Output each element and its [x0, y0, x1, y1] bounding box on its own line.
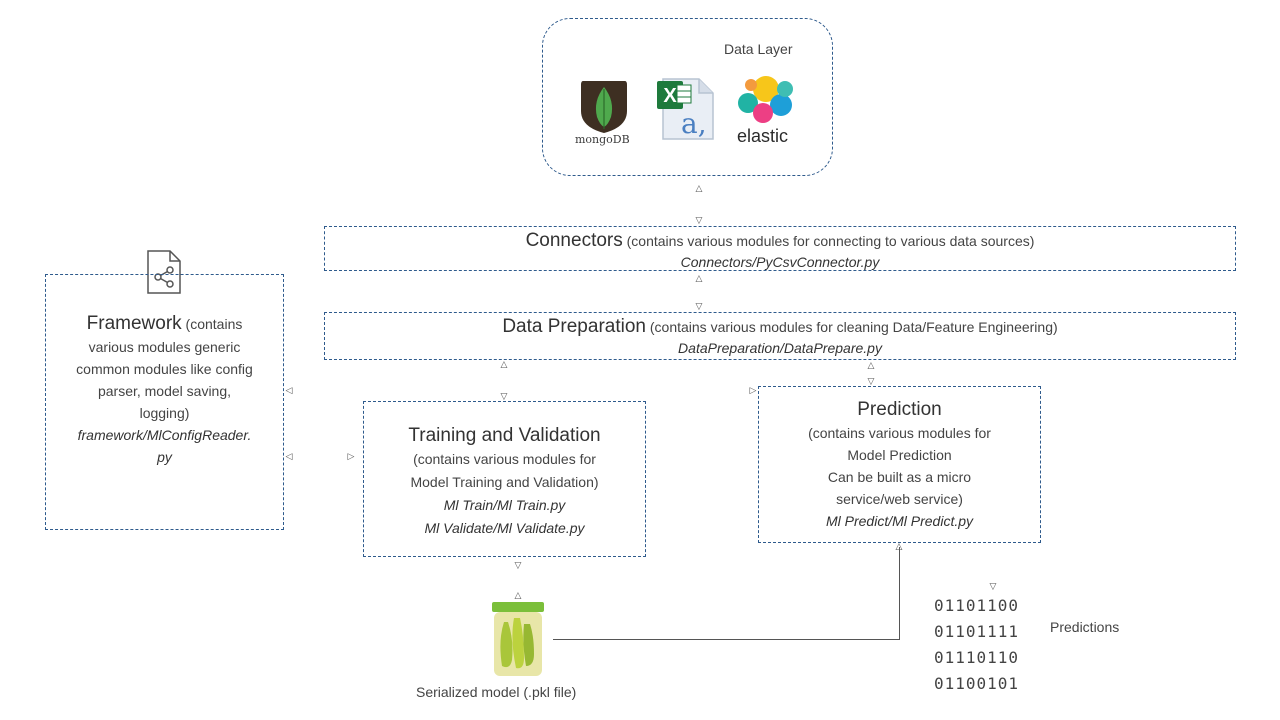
- binary-row: 01110110: [934, 648, 1020, 667]
- training-desc-0: (contains various modules for: [413, 451, 596, 467]
- arrow-up-marker: △: [500, 359, 508, 369]
- prediction-path: Ml Predict/Ml Predict.py: [825, 513, 974, 529]
- arrow-left-marker: ◁: [285, 385, 293, 395]
- prediction-desc-2: Can be built as a micro: [827, 469, 972, 485]
- connectors-title: Connectors: [525, 230, 623, 251]
- data-preparation-box: Data Preparation (contains various modul…: [324, 312, 1236, 360]
- arrow-up-marker: △: [867, 360, 875, 370]
- arrow-left-marker: ◁: [285, 451, 293, 461]
- framework-title: Framework: [86, 313, 182, 334]
- data-layer-title: Data Layer: [724, 41, 793, 57]
- framework-desc-3: parser, model saving,: [97, 383, 232, 399]
- data-layer-box: Data Layer mongoDB X a,: [542, 18, 833, 176]
- arrow-right-marker: ▷: [347, 451, 355, 461]
- connectors-desc: (contains various modules for connecting…: [622, 233, 1035, 249]
- framework-path-0: framework/MlConfigReader.: [77, 427, 252, 443]
- arrow-down-marker: ▽: [989, 581, 997, 591]
- binary-row: 01100101: [934, 674, 1020, 693]
- framework-icon: [146, 249, 182, 295]
- data-preparation-title: Data Preparation: [502, 316, 646, 337]
- elastic-logo: elastic: [733, 75, 803, 147]
- framework-desc-4: logging): [139, 405, 190, 421]
- arrow-down-marker: ▽: [695, 215, 703, 225]
- training-path-0: Ml Train/Ml Train.py: [443, 497, 566, 513]
- connectors-box: Connectors (contains various modules for…: [324, 226, 1236, 271]
- framework-desc-0: (contains: [181, 316, 243, 332]
- arrow-down-marker: ▽: [514, 560, 522, 570]
- binary-row: 01101100: [934, 596, 1020, 615]
- arrow-up-marker: △: [514, 590, 522, 600]
- framework-path-1: py: [157, 449, 172, 465]
- prediction-desc-0: (contains various modules for: [808, 425, 991, 441]
- connector-line-vertical: [899, 547, 900, 640]
- excel-file-icon: X a,: [655, 75, 717, 143]
- mongodb-label: mongoDB: [575, 133, 630, 146]
- training-desc-1: Model Training and Validation): [410, 474, 599, 490]
- predictions-label: Predictions: [1050, 619, 1120, 635]
- arrow-up-marker: △: [695, 183, 703, 193]
- svg-text:X: X: [663, 85, 677, 107]
- connector-line-horizontal: [553, 639, 899, 640]
- binary-row: 01101111: [934, 622, 1020, 641]
- arrow-right-marker: ▷: [749, 385, 757, 395]
- binary-output: 01101100 01101111 01110110 01100101: [934, 593, 1019, 697]
- framework-desc-2: common modules like config: [76, 361, 253, 377]
- arrow-down-marker: ▽: [867, 376, 875, 386]
- prediction-desc-1: Model Prediction: [847, 447, 952, 463]
- pickle-jar-icon: [490, 600, 546, 680]
- framework-box: Framework (contains various modules gene…: [45, 274, 284, 530]
- arrow-up-marker: △: [695, 273, 703, 283]
- training-validation-box: Training and Validation (contains variou…: [363, 401, 646, 557]
- excel-letter: a,: [681, 107, 707, 140]
- serialized-model-label: Serialized model (.pkl file): [416, 684, 577, 700]
- connectors-path: Connectors/PyCsvConnector.py: [680, 254, 880, 270]
- arrow-up-marker: △: [895, 541, 903, 551]
- arrow-down-marker: ▽: [695, 301, 703, 311]
- training-path-1: Ml Validate/Ml Validate.py: [424, 520, 585, 536]
- elastic-label: elastic: [737, 126, 789, 146]
- arrow-down-marker: ▽: [500, 391, 508, 401]
- mongodb-logo: mongoDB: [569, 77, 639, 147]
- training-title: Training and Validation: [408, 425, 601, 446]
- prediction-box: Prediction (contains various modules for…: [758, 386, 1041, 543]
- data-preparation-path: DataPreparation/DataPrepare.py: [678, 340, 882, 356]
- prediction-desc-3: service/web service): [836, 491, 963, 507]
- data-preparation-desc: (contains various modules for cleaning D…: [645, 319, 1058, 335]
- prediction-title: Prediction: [857, 399, 942, 420]
- framework-desc-1: various modules generic: [88, 339, 241, 355]
